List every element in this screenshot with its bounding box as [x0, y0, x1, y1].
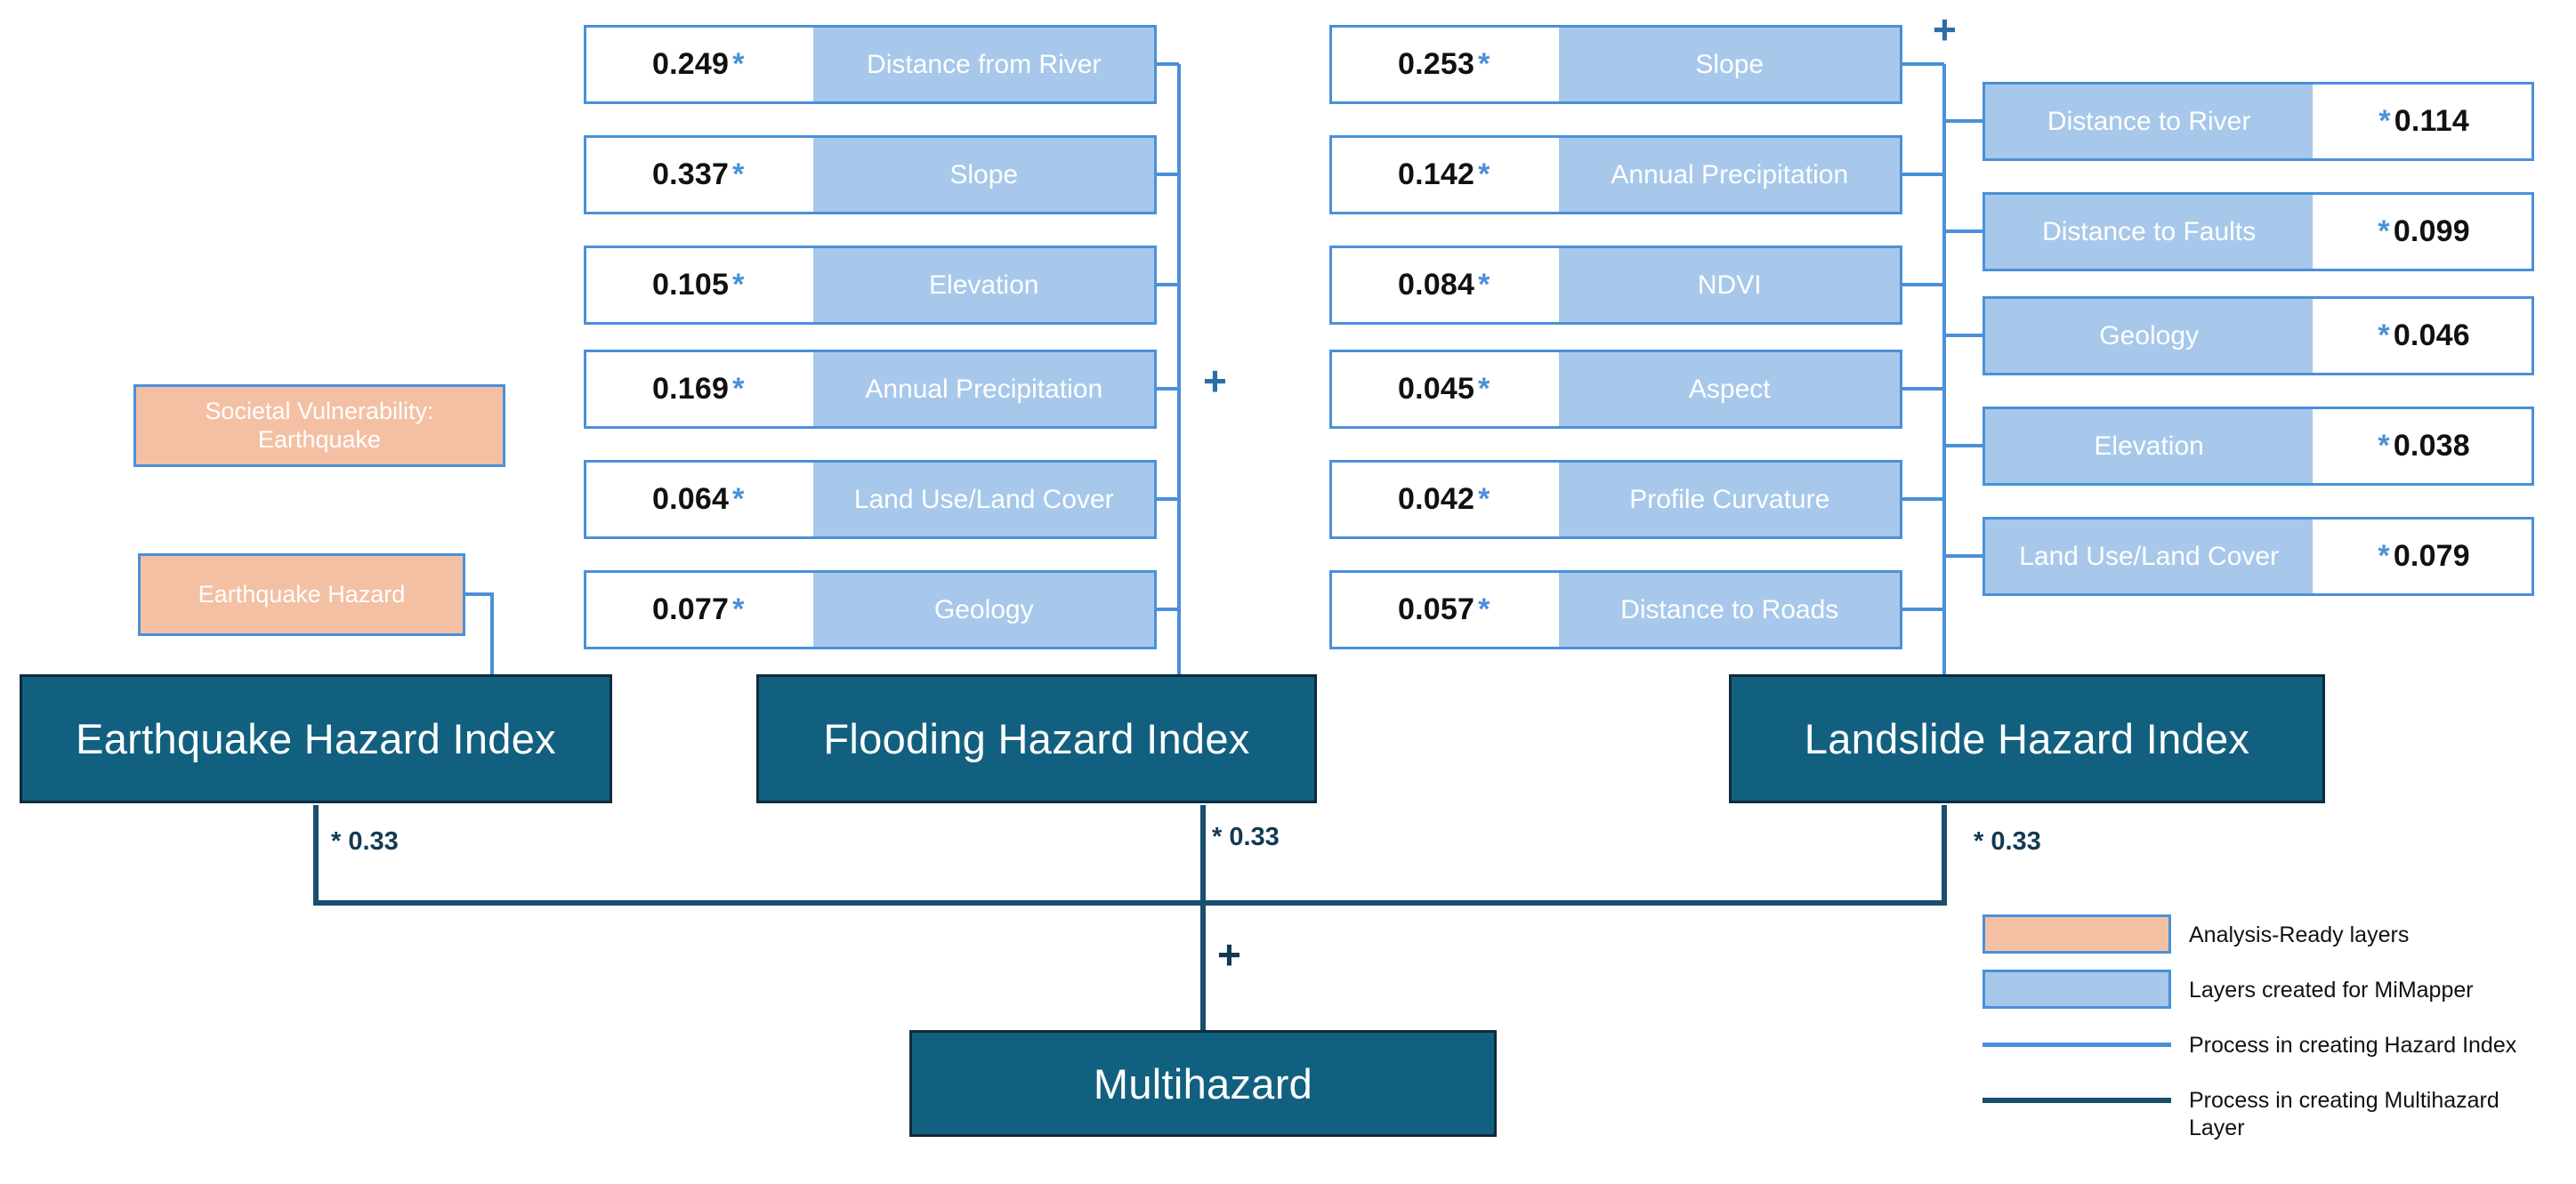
factor-row-flooding-1[interactable]: 0.337* Slope [584, 135, 1157, 214]
factor-value: 0.105* [586, 248, 814, 322]
factor-row-flooding-5[interactable]: 0.077* Geology [584, 570, 1157, 649]
factor-value: 0.064* [586, 463, 814, 536]
legend-swatch-analysis-ready [1982, 914, 2171, 954]
factor-label: Geology [1985, 299, 2314, 373]
factor-row-landslide-left-1[interactable]: 0.142* Annual Precipitation [1329, 135, 1902, 214]
factor-label: Land Use/Land Cover [813, 463, 1154, 536]
factor-row-flooding-3[interactable]: 0.169* Annual Precipitation [584, 350, 1157, 429]
flooding-weight-label: * 0.33 [1212, 823, 1280, 851]
legend-item-multihazard-process: Process in creating Multihazard Layer [1982, 1080, 2552, 1143]
multiply-asterisk: * [2378, 214, 2390, 248]
multiply-asterisk: * [732, 157, 745, 191]
factor-value: 0.142* [1332, 138, 1560, 212]
factor-value: 0.042* [1332, 463, 1560, 536]
factor-row-landslide-left-5[interactable]: 0.057* Distance to Roads [1329, 570, 1902, 649]
analysis-ready-earthquake-hazard[interactable]: Earthquake Hazard [138, 553, 465, 636]
factor-label: Slope [1559, 28, 1900, 101]
factor-value: 0.169* [586, 352, 814, 426]
factor-label: NDVI [1559, 248, 1900, 322]
factor-label: Distance to Faults [1985, 195, 2314, 269]
factor-value: *0.046 [2313, 299, 2532, 373]
factor-row-landslide-left-3[interactable]: 0.045* Aspect [1329, 350, 1902, 429]
landslide-plus-sign: + [1933, 6, 1957, 52]
legend-label: Process in creating Hazard Index [2189, 1033, 2517, 1058]
factor-value: 0.249* [586, 28, 814, 101]
legend-item-hazard-index-process: Process in creating Hazard Index [1982, 1025, 2552, 1064]
factor-value: *0.114 [2313, 85, 2532, 158]
factor-value: 0.057* [1332, 573, 1560, 647]
legend-item-analysis-ready: Analysis-Ready layers [1982, 914, 2552, 954]
factor-label: Land Use/Land Cover [1985, 520, 2314, 593]
multiply-asterisk: * [732, 268, 745, 302]
factor-value: 0.045* [1332, 352, 1560, 426]
multiply-asterisk: * [2378, 539, 2390, 573]
multiply-asterisk: * [1478, 592, 1490, 626]
factor-row-flooding-2[interactable]: 0.105* Elevation [584, 246, 1157, 325]
factor-row-landslide-left-4[interactable]: 0.042* Profile Curvature [1329, 460, 1902, 539]
factor-label: Profile Curvature [1559, 463, 1900, 536]
factor-row-landslide-left-0[interactable]: 0.253* Slope [1329, 25, 1902, 104]
earthquake-hazard-index-box[interactable]: Earthquake Hazard Index [20, 674, 612, 803]
legend-line-multihazard [1982, 1080, 2171, 1119]
factor-row-landslide-right-1[interactable]: Distance to Faults *0.099 [1982, 192, 2534, 271]
multiply-asterisk: * [732, 482, 745, 516]
factor-value: 0.253* [1332, 28, 1560, 101]
landslide-weight-label: * 0.33 [1974, 827, 2041, 856]
multiply-asterisk: * [1478, 372, 1490, 406]
factor-label: Distance to Roads [1559, 573, 1900, 647]
factor-row-landslide-right-3[interactable]: Elevation *0.038 [1982, 407, 2534, 486]
factor-label: Elevation [813, 248, 1154, 322]
factor-label: Distance from River [813, 28, 1154, 101]
factor-value: *0.079 [2313, 520, 2532, 593]
factor-row-landslide-right-4[interactable]: Land Use/Land Cover *0.079 [1982, 517, 2534, 596]
factor-label: Annual Precipitation [813, 352, 1154, 426]
factor-label: Annual Precipitation [1559, 138, 1900, 212]
factor-row-landslide-right-0[interactable]: Distance to River *0.114 [1982, 82, 2534, 161]
multiply-asterisk: * [1478, 268, 1490, 302]
multiply-asterisk: * [1478, 47, 1490, 81]
multiply-asterisk: * [732, 592, 745, 626]
analysis-ready-societal-vulnerability-earthquake[interactable]: Societal Vulnerability: Earthquake [133, 384, 505, 467]
factor-label: Aspect [1559, 352, 1900, 426]
multiply-asterisk: * [2378, 318, 2390, 352]
legend-label: Analysis-Ready layers [2189, 922, 2410, 947]
earthquake-weight-label: * 0.33 [331, 827, 399, 856]
factor-row-landslide-right-2[interactable]: Geology *0.046 [1982, 296, 2534, 375]
legend: Analysis-Ready layers Layers created for… [1982, 914, 2552, 1159]
factor-label: Geology [813, 573, 1154, 647]
factor-value: 0.337* [586, 138, 814, 212]
factor-row-flooding-4[interactable]: 0.064* Land Use/Land Cover [584, 460, 1157, 539]
legend-label: Layers created for MiMapper [2189, 978, 2474, 1003]
factor-row-flooding-0[interactable]: 0.249* Distance from River [584, 25, 1157, 104]
factor-label: Elevation [1985, 409, 2314, 483]
factor-value: *0.038 [2313, 409, 2532, 483]
legend-swatch-mimapper [1982, 970, 2171, 1009]
multihazard-plus-sign: + [1217, 931, 1241, 978]
factor-value: 0.077* [586, 573, 814, 647]
legend-label: Process in creating Multihazard Layer [2189, 1088, 2499, 1141]
multiply-asterisk: * [732, 372, 745, 406]
flooding-plus-sign: + [1203, 358, 1227, 404]
factor-value: *0.099 [2313, 195, 2532, 269]
factor-value: 0.084* [1332, 248, 1560, 322]
factor-label: Slope [813, 138, 1154, 212]
factor-row-landslide-left-2[interactable]: 0.084* NDVI [1329, 246, 1902, 325]
factor-label: Distance to River [1985, 85, 2314, 158]
landslide-hazard-index-box[interactable]: Landslide Hazard Index [1729, 674, 2325, 803]
legend-item-mimapper-layers: Layers created for MiMapper [1982, 970, 2552, 1009]
multihazard-box[interactable]: Multihazard [909, 1030, 1497, 1137]
flooding-hazard-index-box[interactable]: Flooding Hazard Index [756, 674, 1317, 803]
legend-line-hazard-index [1982, 1025, 2171, 1064]
multiply-asterisk: * [1478, 482, 1490, 516]
multiply-asterisk: * [1478, 157, 1490, 191]
multiply-asterisk: * [2378, 429, 2390, 463]
multiply-asterisk: * [732, 47, 745, 81]
multiply-asterisk: * [2378, 104, 2391, 138]
